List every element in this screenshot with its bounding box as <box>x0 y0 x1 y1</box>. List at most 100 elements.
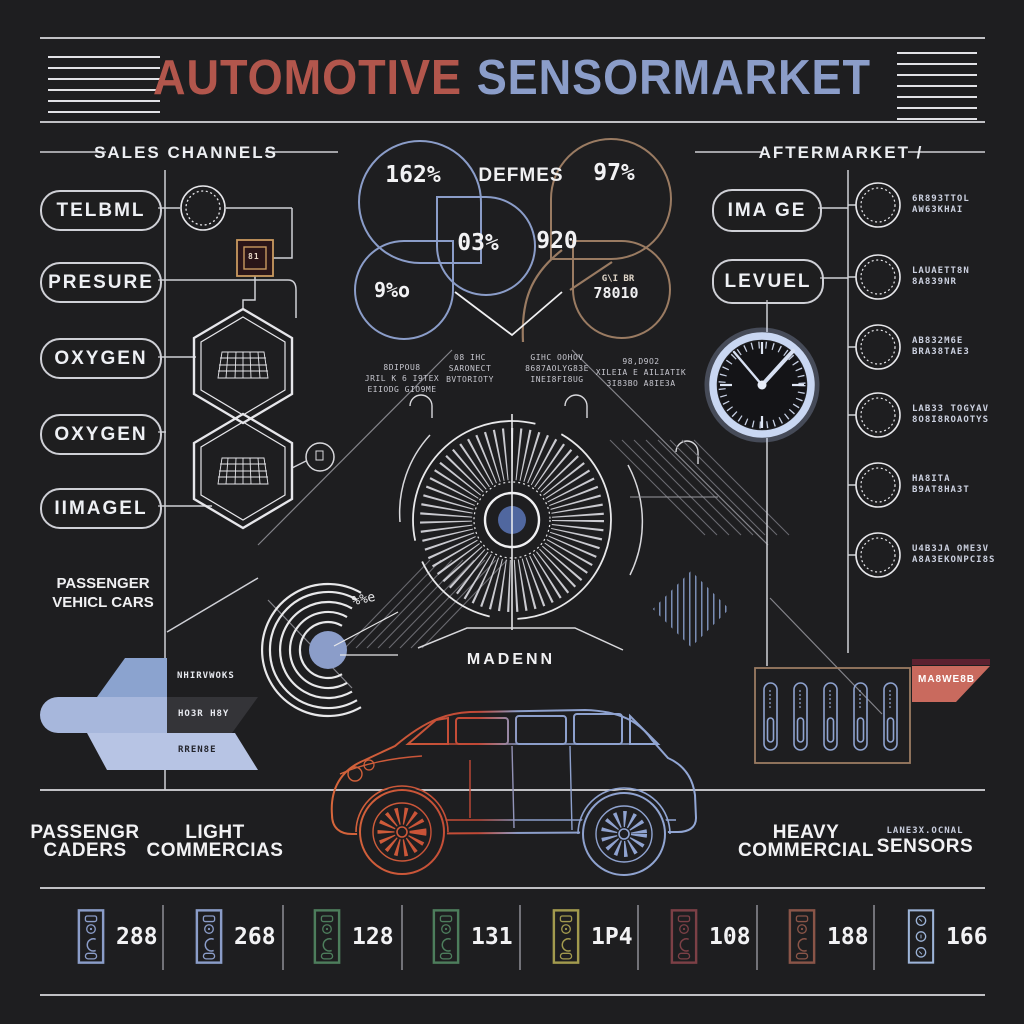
battery-cell <box>883 682 898 751</box>
red-tag <box>912 666 990 702</box>
chevron-label-2: HO3R H8Y <box>178 709 230 719</box>
venn-label-defmes: DEFMES <box>478 165 564 186</box>
venn-value-78010: 78010 <box>593 284 639 302</box>
sensor-counter-8: 166 <box>907 908 988 965</box>
circle-icon <box>855 392 901 438</box>
pill-levuel: LEVUEL <box>712 259 824 304</box>
hexagon-sensor-2 <box>192 412 294 530</box>
sensor-count: 1P4 <box>591 923 633 950</box>
red-tag-label: MA8WE8B <box>918 674 976 685</box>
hexagon-sensor-1 <box>192 307 294 425</box>
chevron-bar-2 <box>58 697 167 733</box>
madenn-frame <box>417 627 624 651</box>
counter-dividers <box>162 905 875 970</box>
chip-icon-text: 81 <box>248 252 260 261</box>
tag-shadow <box>912 659 990 665</box>
pill-oxygen-1: OXYGEN <box>40 338 162 379</box>
battery-cells <box>763 682 898 751</box>
hatch-band-left <box>344 559 508 649</box>
sensor-icon <box>77 908 105 965</box>
sales-channels-header: SALES CHANNELS <box>94 143 278 162</box>
battery-cell <box>853 682 868 751</box>
pill-image: IMA GE <box>712 189 822 232</box>
title-hatch-left <box>48 56 160 113</box>
chevron-bar-1 <box>97 658 167 697</box>
venn-blob-78010 <box>572 240 671 339</box>
hook-marks <box>409 394 699 464</box>
pill-telbml: TELBML <box>40 190 162 231</box>
sensor-count: 131 <box>471 923 513 950</box>
battery-panel <box>754 659 990 764</box>
sensor-count: 108 <box>709 923 751 950</box>
venn-value-97: 97% <box>593 160 635 186</box>
passenger-vehicle-label: PASSENGER VEHICL CARS <box>52 575 154 611</box>
chevron-label-1: NHIRVWOKS <box>177 671 235 681</box>
car-headlight <box>347 766 363 782</box>
sensor-icon <box>552 908 580 965</box>
radar-gauge <box>261 582 399 718</box>
car-window <box>455 717 509 745</box>
car-wheel-front <box>357 787 447 877</box>
chip-icon <box>236 239 274 277</box>
sensor-counter-2: 268 <box>195 908 276 965</box>
clock-hand-short <box>732 350 764 387</box>
venn-blob-9 <box>354 240 454 340</box>
pill-iimagel: IIMAGEL <box>40 488 162 529</box>
mesh-icon <box>217 457 269 485</box>
madenn-label: MADENN <box>466 651 556 668</box>
pill-oxygen-2: OXYGEN <box>40 414 162 455</box>
clock-gauge <box>704 327 820 443</box>
car-quarter-window <box>629 713 661 745</box>
battery-cell <box>823 682 838 751</box>
venn-value-920: 920 <box>536 228 578 254</box>
chevron-bar-3 <box>87 733 258 770</box>
radial-chart <box>398 414 718 630</box>
sensor-icon <box>907 908 935 965</box>
title-word-sensormarket: SENSORMARKET <box>476 51 871 105</box>
label-sensors: LANE3X.OCNAL SENSORS <box>876 826 974 857</box>
sensor-counter-5: 1P4 <box>552 908 633 965</box>
pill-presure: PRESURE <box>40 262 162 303</box>
car-window <box>573 713 623 745</box>
sensor-count: 166 <box>946 923 988 950</box>
mesh-icon <box>217 351 269 379</box>
venn-value-162: 162% <box>385 162 441 188</box>
sensor-counter-3: 128 <box>313 908 394 965</box>
circle-icon <box>855 254 901 300</box>
sensor-icon <box>670 908 698 965</box>
sensor-icon <box>313 908 341 965</box>
hatch-band-right <box>609 439 790 536</box>
chevron-label-3: RREN8E <box>178 745 217 755</box>
sensor-counter-6: 108 <box>670 908 751 965</box>
circle-icon <box>855 532 901 578</box>
right-connectors <box>766 170 856 666</box>
small-node-icon <box>305 442 335 472</box>
right-circle-icons <box>855 182 901 578</box>
sensor-count: 188 <box>827 923 869 950</box>
battery-cell <box>763 682 778 751</box>
venn-value-03: 03% <box>457 230 499 256</box>
aftermarket-header: AFTERMARKET / <box>758 143 924 162</box>
car-headlight <box>363 759 375 771</box>
car-window <box>515 715 567 745</box>
radar-needle <box>333 611 399 647</box>
sensor-counter-1: 288 <box>77 908 158 965</box>
battery-cell <box>793 682 808 751</box>
venn-value-gibr: G\I BR <box>601 274 635 284</box>
chevron-bars <box>40 658 258 770</box>
sensor-icon <box>788 908 816 965</box>
venn-value-9: 9%o <box>373 278 411 302</box>
car-illustration <box>330 708 698 878</box>
circle-icon <box>855 182 901 228</box>
